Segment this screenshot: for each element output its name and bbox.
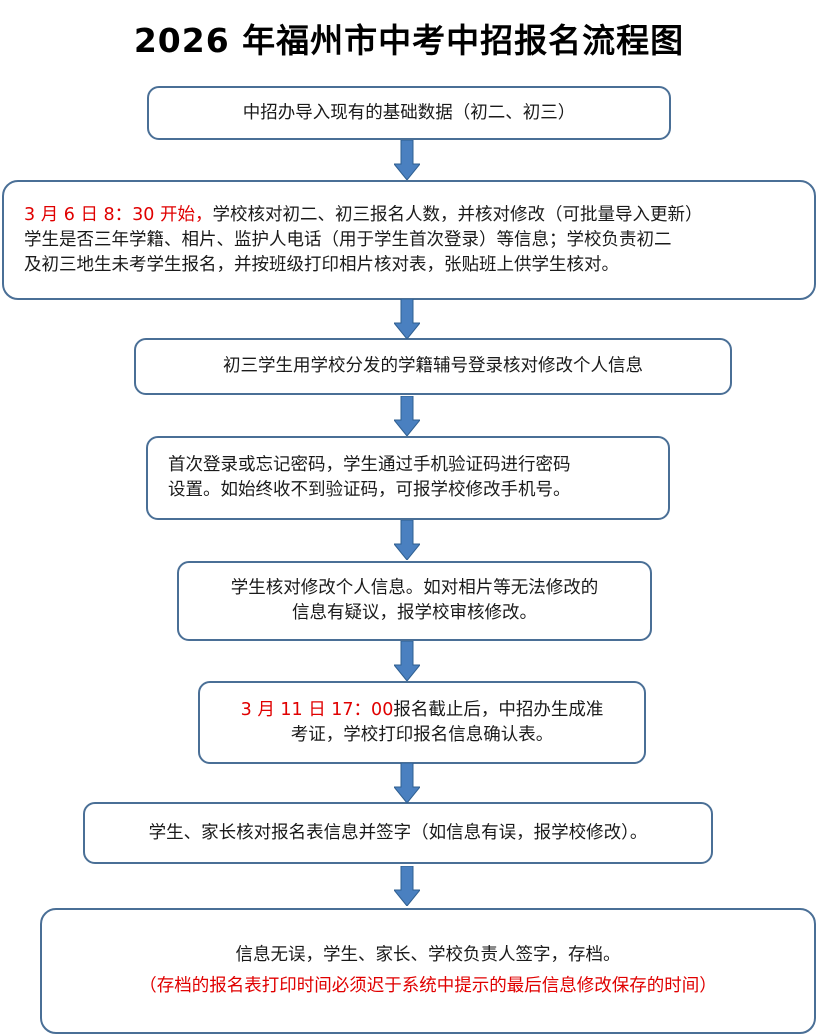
down-arrow-icon <box>394 866 420 906</box>
step-text: 首次登录或忘记密码，学生通过手机验证码进行密码 <box>168 455 571 475</box>
step-text: 学生、家长核对报名表信息并签字（如信息有误，报学校修改）。 <box>148 822 648 843</box>
down-arrow-icon <box>394 641 420 681</box>
step-text: 学校核对初二、初三报名人数，并核对修改（可批量导入更新） <box>212 204 703 225</box>
archive-note: （存档的报名表打印时间必须迟于系统中提示的最后信息修改保存的时间） <box>139 976 717 996</box>
deadline-highlight: 3 月 11 日 17：00 <box>240 699 394 720</box>
step-archive: 信息无误，学生、家长、学校负责人签字，存档。 （存档的报名表打印时间必须迟于系统… <box>40 908 816 1034</box>
step-text: 学生核对修改个人信息。如对相片等无法修改的 <box>230 578 599 598</box>
step-import-data: 中招办导入现有的基础数据（初二、初三） <box>147 86 671 140</box>
down-arrow-icon <box>394 396 420 436</box>
down-arrow-icon <box>394 520 420 560</box>
step-text: 信息无误，学生、家长、学校负责人签字，存档。 <box>235 945 621 965</box>
step-school-verify: 3 月 6 日 8：30 开始，学校核对初二、初三报名人数，并核对修改（可批量导… <box>2 180 816 300</box>
step-student-review: 学生核对修改个人信息。如对相片等无法修改的 信息有疑议，报学校审核修改。 <box>177 561 652 641</box>
start-time-highlight: 3 月 6 日 8：30 开始， <box>24 204 213 225</box>
down-arrow-icon <box>394 140 420 180</box>
step-text: 信息有疑议，报学校审核修改。 <box>292 603 537 623</box>
step-text: 中招办导入现有的基础数据（初二、初三） <box>242 102 576 123</box>
down-arrow-icon <box>394 763 420 803</box>
step-password-setup: 首次登录或忘记密码，学生通过手机验证码进行密码 设置。如始终收不到验证码，可报学… <box>146 436 670 520</box>
step-text: 设置。如始终收不到验证码，可报学校修改手机号。 <box>168 480 571 500</box>
step-text: 初三学生用学校分发的学籍辅号登录核对修改个人信息 <box>223 356 643 376</box>
step-student-login: 初三学生用学校分发的学籍辅号登录核对修改个人信息 <box>134 338 732 395</box>
step-registration-deadline: 3 月 11 日 17：00报名截止后，中招办生成准 考证，学校打印报名信息确认… <box>198 681 646 764</box>
down-arrow-icon <box>394 299 420 339</box>
step-text: 学生是否三年学籍、相片、监护人电话（用于学生首次登录）等信息；学校负责初二 <box>24 229 672 250</box>
page-title: 2026 年福州市中考中招报名流程图 <box>133 21 685 60</box>
step-family-sign: 学生、家长核对报名表信息并签字（如信息有误，报学校修改）。 <box>83 802 713 864</box>
step-text: 考证，学校打印报名信息确认表。 <box>290 724 554 745</box>
step-text: 及初三地生未考学生报名，并按班级打印相片核对表，张贴班上供学生核对。 <box>24 254 619 275</box>
step-text: 报名截止后，中招办生成准 <box>393 699 604 720</box>
